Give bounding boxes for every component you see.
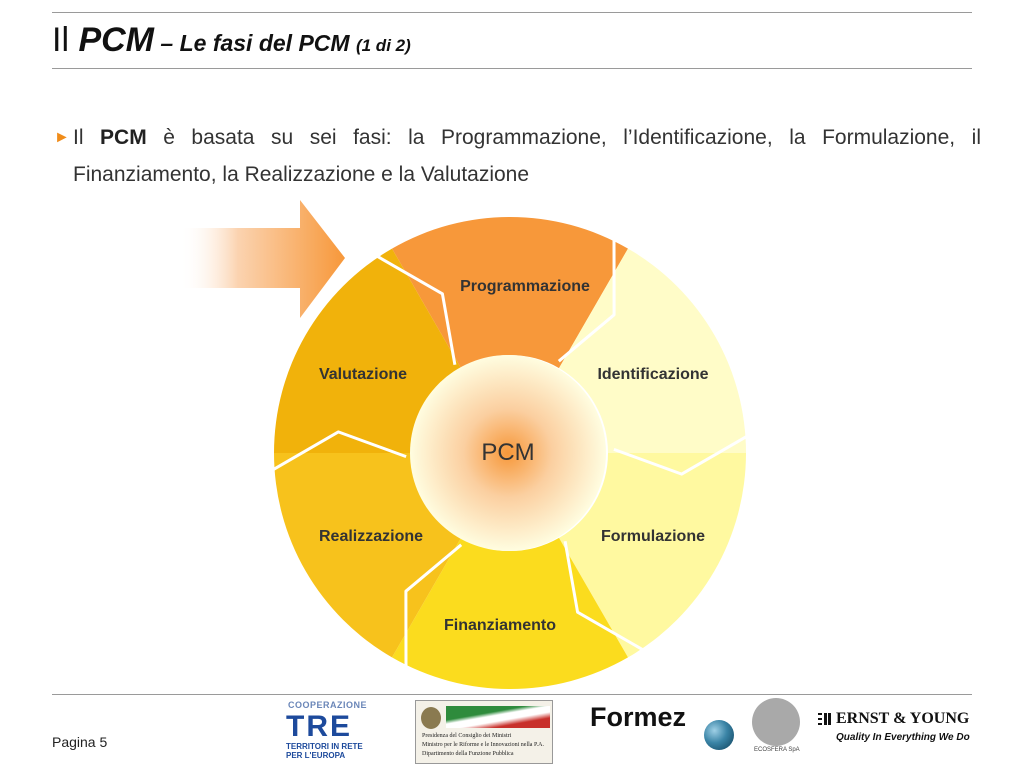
phase-segment-realizzazione: [274, 453, 461, 658]
formez-logo: Formez: [590, 702, 750, 762]
phase-divider: [613, 430, 756, 476]
ecosfera-name: ECOSFERA SpA: [754, 747, 800, 753]
tre-logo-top: COOPERAZIONE: [288, 700, 368, 710]
center-circle: [410, 355, 606, 551]
bullet-text: Il PCM è basata su sei fasi: la Programm…: [73, 119, 981, 193]
phase-divider: [264, 430, 407, 476]
formez-wordmark: Formez: [590, 702, 687, 732]
phase-finanziamento-label: Finanziamento: [443, 617, 557, 634]
phase-valutazione-label: Valutazione: [318, 366, 408, 383]
title-part1: Il: [52, 21, 79, 59]
ernst-young-logo: ERNST & YOUNG Quality In Everything We D…: [818, 710, 970, 750]
ecosfera-globe-icon: [752, 698, 800, 746]
italian-flag-icon: [446, 706, 550, 728]
title-rule: [52, 68, 972, 69]
title-part4: (1 di 2): [355, 36, 411, 55]
ecosfera-logo: ECOSFERA SpA: [752, 698, 804, 758]
center-label: PCM: [481, 439, 535, 466]
phase-segment-identificazione: [559, 248, 746, 453]
page-number: Pagina 5: [52, 734, 108, 750]
tre-logo-big: TRE: [286, 710, 352, 743]
formez-globe-icon: [704, 720, 734, 750]
bullet-rest: è basata su sei fasi: la Programmazione,…: [73, 126, 981, 186]
tre-logo-line2: PER L'EUROPA: [286, 751, 346, 760]
title-part2: PCM: [78, 21, 155, 59]
title-part3: – Le fasi del PCM: [154, 30, 356, 56]
phase-divider: [557, 229, 616, 363]
tre-logo-line1: TERRITORI IN RETE: [286, 742, 363, 751]
gov-line-2: Ministro per le Riforme e le Innovazioni…: [422, 742, 544, 748]
phase-segment-valutazione: [274, 248, 461, 453]
ernst-young-tagline: Quality In Everything We Do: [836, 732, 970, 743]
phase-segment-programmazione: [392, 216, 628, 369]
phase-divider: [563, 540, 652, 656]
gov-line-1: Presidenza del Consiglio dei Ministri: [422, 733, 512, 739]
bullet-bold: PCM: [100, 126, 147, 149]
phase-programmazione-label: Programmazione: [460, 278, 590, 295]
phase-divider: [368, 250, 457, 366]
bullet-arrow-icon: ►: [54, 129, 70, 146]
phase-formulazione-label: Formulazione: [600, 528, 706, 545]
top-rule: [52, 12, 972, 13]
slide-title: Il PCM – Le fasi del PCM (1 di 2): [52, 16, 411, 70]
phase-divider: [404, 543, 463, 677]
phase-segment-formulazione: [559, 453, 746, 658]
phase-segment-finanziamento: [392, 537, 628, 690]
gov-line-3: Dipartimento della Funzione Pubblica: [422, 751, 514, 757]
phase-identificazione-label: Identificazione: [597, 366, 709, 383]
government-logo: Presidenza del Consiglio dei Ministri Mi…: [415, 700, 553, 764]
republic-emblem-icon: [421, 707, 441, 729]
footer-rule: [52, 694, 972, 695]
phase-realizzazione-label: Realizzazione: [318, 528, 424, 545]
entry-arrow: [180, 200, 345, 318]
ernst-young-mark-icon: [818, 713, 831, 725]
bullet-prefix: Il: [73, 126, 101, 149]
ernst-young-name: ERNST & YOUNG: [836, 710, 970, 727]
